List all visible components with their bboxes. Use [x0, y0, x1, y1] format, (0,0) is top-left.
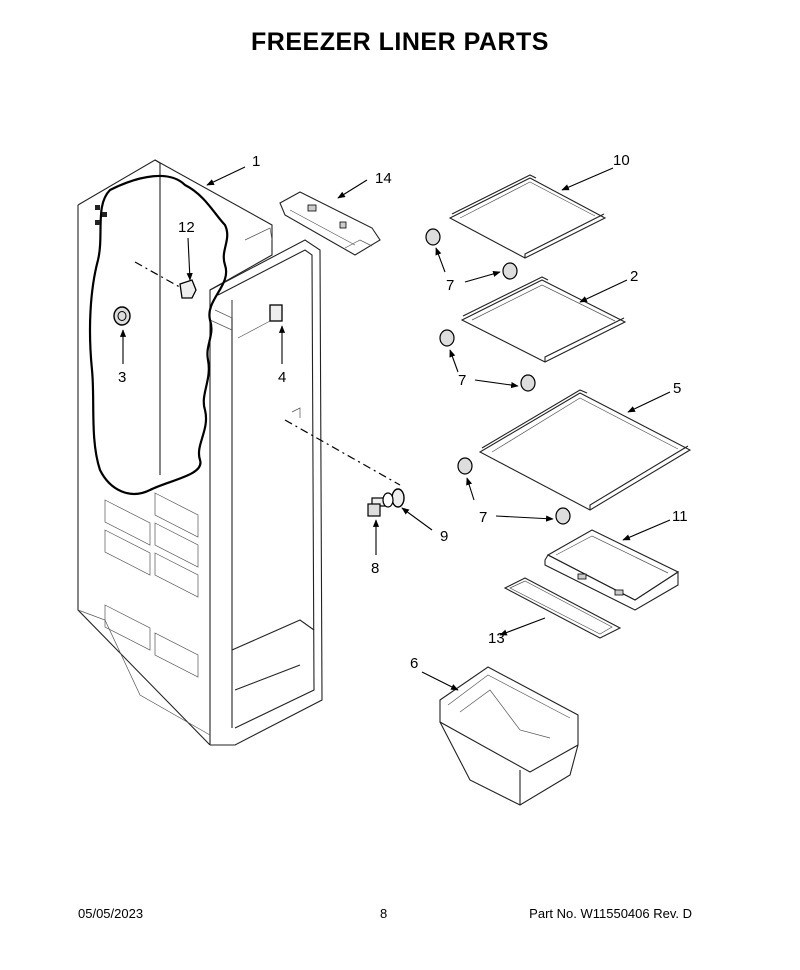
callout-10: 10 [613, 152, 630, 169]
callout-11: 11 [672, 508, 688, 525]
part-13-drawing [503, 577, 622, 639]
shelf-support-drawings [425, 228, 571, 525]
part-4-drawing [237, 304, 283, 339]
part-8-9-drawing [367, 488, 405, 517]
footer-page-number: 8 [380, 906, 388, 921]
part-12-drawing [179, 279, 197, 299]
part-11-drawing [544, 529, 680, 611]
part-10-shelf-drawing [448, 174, 607, 259]
callout-5: 5 [673, 380, 681, 397]
part-3-drawing [113, 306, 131, 326]
part-6-bin-drawing [439, 666, 579, 806]
part-14-drawing [279, 191, 381, 256]
callout-3: 3 [118, 369, 126, 386]
callout-7-c: 7 [479, 509, 487, 526]
callout-8: 8 [371, 560, 379, 577]
part-2-shelf-drawing [460, 276, 627, 363]
part-5-shelf-drawing [478, 389, 692, 511]
callout-4: 4 [278, 369, 286, 386]
callout-2: 2 [630, 268, 638, 285]
leader-lines [119, 166, 671, 691]
callout-7-a: 7 [446, 277, 454, 294]
callout-6: 6 [410, 655, 418, 672]
freezer-liner-drawing [77, 159, 323, 746]
callout-12: 12 [178, 219, 195, 236]
callout-14: 14 [375, 170, 392, 187]
footer-part-number: Part No. W11550406 Rev. D [529, 906, 692, 921]
callout-1: 1 [252, 153, 260, 170]
callout-7-b: 7 [458, 372, 466, 389]
callout-13: 13 [488, 630, 505, 647]
callout-9: 9 [440, 528, 448, 545]
page-title: FREEZER LINER PARTS [251, 28, 549, 56]
footer-date: 05/05/2023 [78, 906, 144, 921]
